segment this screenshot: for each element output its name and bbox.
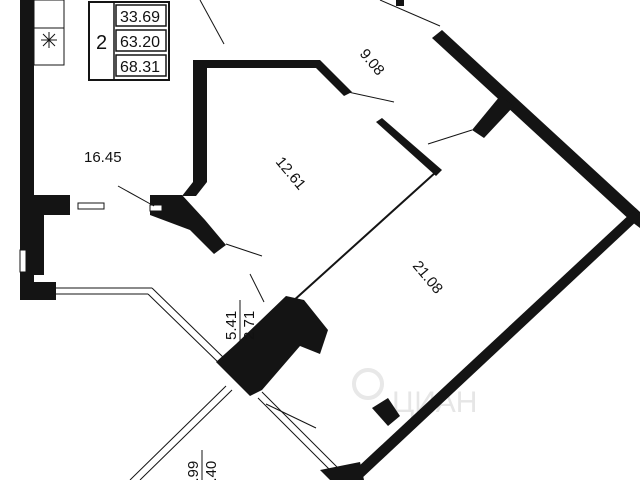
bathroom-area-b: 2.71 — [241, 311, 258, 340]
area-summary: 2 33.69 63.20 68.31 — [88, 1, 170, 81]
wall-bedroom-stub — [376, 118, 442, 176]
wall-kitchen-jamb — [34, 195, 44, 275]
wall-right-stub — [472, 96, 514, 138]
kitchen-area: 63.20 — [120, 34, 160, 51]
bathroom-area-a: 5.41 — [223, 311, 240, 340]
wall-bottom — [320, 462, 364, 480]
wall-bedroom-corner — [150, 195, 226, 254]
wall-bedroom-top — [193, 60, 352, 96]
window-left — [19, 249, 27, 273]
wall-lower-right — [372, 398, 400, 426]
room-area-top-right: 9.08 — [356, 46, 388, 79]
wall-right-outer — [432, 30, 640, 228]
window-kitchen — [77, 202, 105, 210]
balcony-area-a: 7.99 — [185, 461, 202, 480]
total-area: 68.31 — [120, 59, 160, 76]
wall-diagonal — [291, 171, 437, 303]
wall-kitchen-bedroom — [182, 60, 207, 196]
balcony-glazing — [56, 287, 341, 480]
room-area-bedroom: 12.61 — [272, 154, 309, 194]
balcony-area-b: 2.40 — [203, 461, 220, 480]
wall-left-bottom — [20, 282, 56, 300]
wall-top-fragment — [396, 0, 404, 6]
balcony-label: 7.99 2.40 — [185, 450, 220, 480]
watermark: ЦИАН — [352, 368, 477, 419]
door-swings — [117, 0, 473, 429]
living-area: 33.69 — [120, 9, 160, 26]
bathroom-label: 5.41 2.71 — [223, 300, 258, 342]
kitchen-counter — [33, 0, 65, 66]
room-count: 2 — [96, 32, 107, 54]
wall-right-lower — [344, 212, 640, 480]
summary-frame — [88, 1, 170, 81]
door-kitchen — [149, 204, 163, 212]
room-area-kitchen: 16.45 — [84, 149, 122, 166]
stove-icon — [41, 32, 57, 48]
wall-left — [20, 0, 34, 300]
wall-bathroom — [216, 296, 328, 396]
room-area-living: 21.08 — [409, 258, 446, 298]
